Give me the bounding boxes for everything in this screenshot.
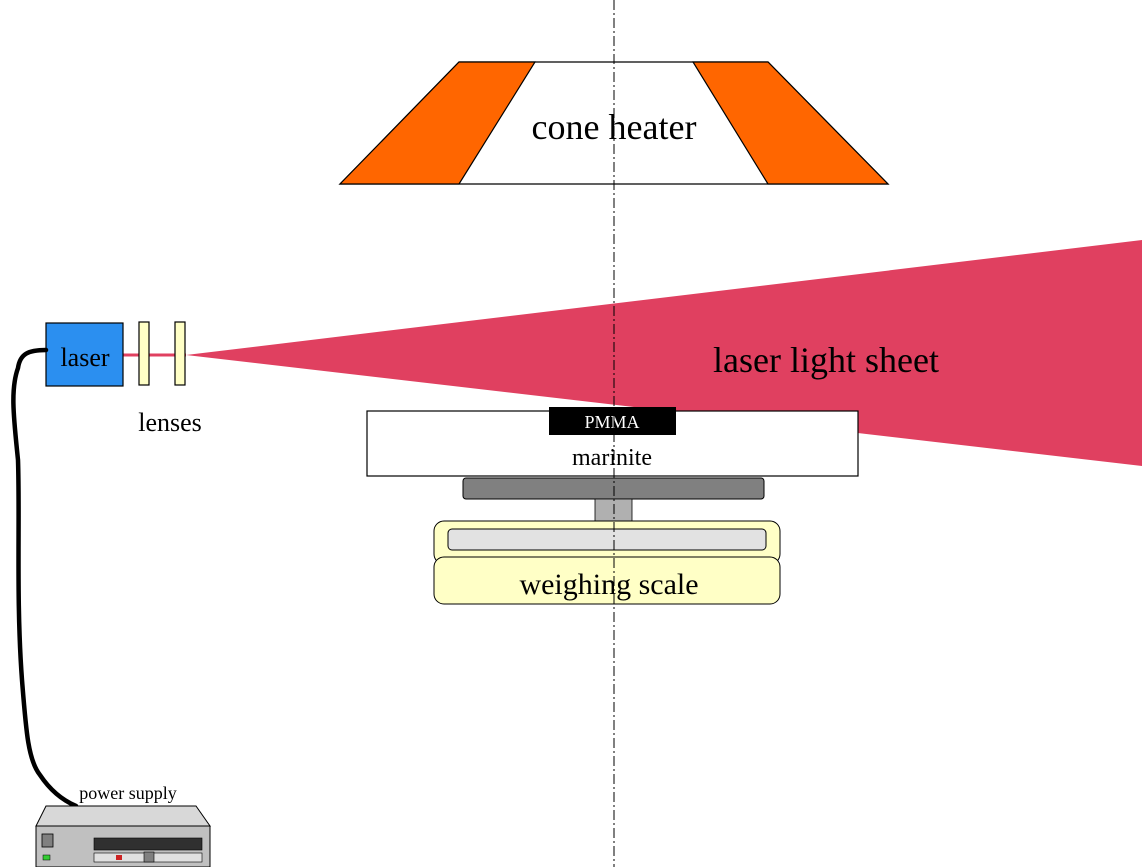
cone-heater-right-element xyxy=(691,61,890,185)
weighing-scale-base xyxy=(433,556,781,605)
weighing-scale-label: weighing scale xyxy=(519,568,698,601)
pmma-slab xyxy=(549,407,676,435)
marinite-label: marinite xyxy=(572,445,652,471)
lens-2 xyxy=(174,321,186,386)
power-supply-slot xyxy=(93,837,203,851)
laser-label: laser xyxy=(60,343,109,372)
weighing-scale-pan xyxy=(447,528,767,551)
laser-box xyxy=(45,322,124,387)
cone-heater: cone heater xyxy=(338,61,890,185)
laser-light-sheet: laser light sheet xyxy=(186,240,1142,466)
power-supply-indicator xyxy=(116,855,122,860)
lens-1 xyxy=(138,321,150,386)
cone-heater-left-element xyxy=(338,61,537,185)
power-supply-knob xyxy=(143,851,155,863)
pmma-label: PMMA xyxy=(584,412,639,432)
power-switch-icon xyxy=(41,833,54,848)
pmma-sample: PMMA xyxy=(549,407,676,435)
lenses-label: lenses xyxy=(138,408,202,437)
lenses: lenses xyxy=(138,321,202,437)
power-supply-top xyxy=(35,805,211,827)
power-supply: power supply xyxy=(35,783,211,867)
power-cable xyxy=(11,347,79,809)
laser-light-sheet-label: laser light sheet xyxy=(713,340,939,380)
laser-light-sheet-beam xyxy=(186,240,1142,466)
power-led-icon xyxy=(42,854,51,861)
laser-unit: laser xyxy=(45,322,124,387)
weighing-scale: weighing scale xyxy=(433,520,781,605)
power-supply-label: power supply xyxy=(79,783,177,803)
